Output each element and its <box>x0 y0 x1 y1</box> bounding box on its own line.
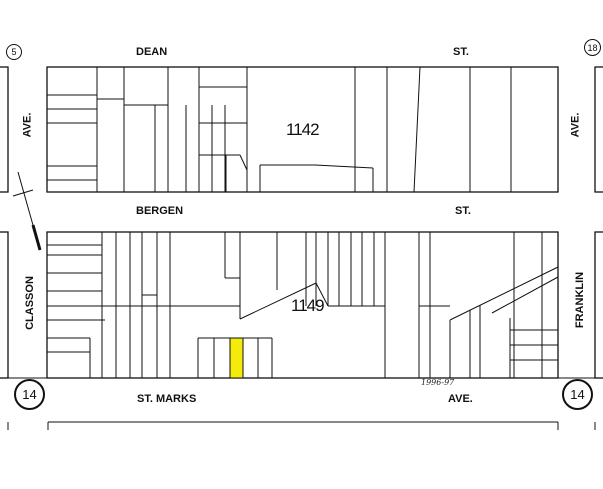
street-classon-ave: AVE. <box>21 112 34 138</box>
map-sheet-18-marker: 18 <box>584 39 601 56</box>
street-dean-suffix: ST. <box>453 46 469 58</box>
block-number-1142: 1142 <box>286 120 320 139</box>
adjacent-block-west <box>0 66 9 193</box>
highlighted-lot[interactable] <box>229 337 244 379</box>
street-st-marks: ST. MARKS <box>137 393 197 405</box>
lot-line <box>491 276 559 314</box>
street-franklin: FRANKLIN <box>574 271 587 329</box>
map-sheet-5-marker: 5 <box>6 44 22 60</box>
map-sheet-14-right-marker: 14 <box>562 379 593 410</box>
map-sheet-number: 5 <box>11 47 17 57</box>
lot-line <box>413 66 421 193</box>
street-dean: DEAN <box>136 46 168 58</box>
lot-line <box>315 282 329 307</box>
lot-line <box>449 266 559 321</box>
map-sheet-number: 14 <box>22 387 37 402</box>
year-annotation: 1996-97 <box>421 378 455 387</box>
street-bergen-suffix: ST. <box>455 205 471 217</box>
adjacent-block-east <box>594 231 603 379</box>
map-sheet-14-left-marker: 14 <box>14 379 45 410</box>
street-franklin-ave: AVE. <box>569 112 582 138</box>
lot-line <box>314 164 374 169</box>
street-bergen: BERGEN <box>136 205 184 217</box>
lot-line <box>239 282 317 320</box>
street-classon: CLASSON <box>23 276 36 330</box>
map-sheet-number: 18 <box>587 42 598 53</box>
lot-line <box>239 154 248 171</box>
compass-north-arrow <box>12 171 42 251</box>
block-number-1149: 1149 <box>291 296 325 315</box>
street-st-marks-suffix: AVE. <box>448 393 473 405</box>
adjacent-block-east <box>594 66 603 193</box>
block-1142-outline <box>46 66 559 193</box>
map-sheet-number: 14 <box>570 387 585 402</box>
adjacent-block-west <box>0 231 9 379</box>
